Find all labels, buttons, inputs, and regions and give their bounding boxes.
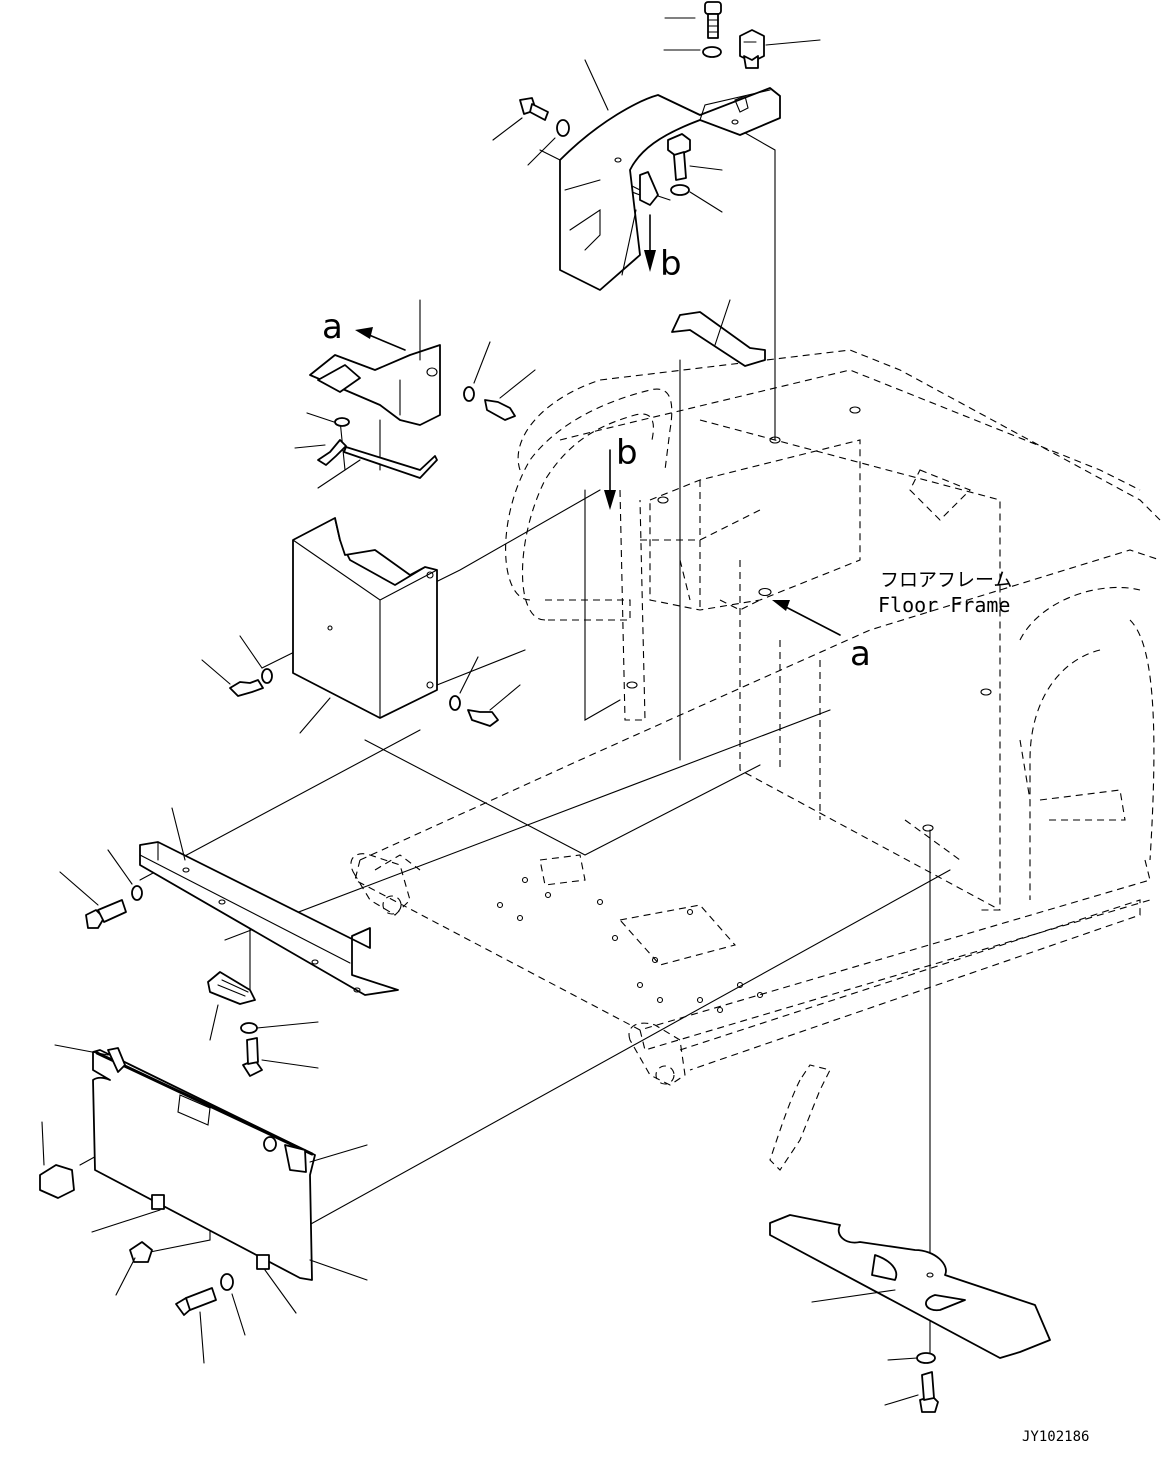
frame-bolt-marks	[626, 406, 992, 832]
access-panel	[54, 1044, 368, 1314]
clamp	[639, 171, 659, 206]
latch	[207, 971, 256, 1041]
left-upper-fasteners	[294, 341, 536, 489]
left-upper-bracket	[309, 299, 441, 426]
bolt-left-upper	[519, 97, 549, 121]
view-arrow-a-frame	[772, 600, 841, 636]
connector-clip	[739, 29, 765, 69]
upper-bracket-group	[492, 1, 821, 291]
view-label-b-frame: b	[616, 433, 638, 473]
floor-frame-label-jp: フロアフレーム	[880, 569, 1012, 591]
box-cover-fasteners	[201, 635, 521, 727]
view-label-b-top: b	[660, 244, 682, 284]
view-label-a-left: a	[322, 307, 343, 347]
cable-cover-bracket	[559, 87, 781, 291]
cover-rail-fasteners	[59, 849, 143, 929]
floor-frame-outline	[350, 349, 1161, 1171]
view-arrow-b-frame	[604, 449, 616, 510]
under-plate-fasteners	[884, 1352, 939, 1413]
washer-middle	[670, 184, 690, 196]
washer-left-upper	[556, 119, 570, 137]
bolt-top	[704, 1, 722, 39]
box-cover	[292, 517, 438, 734]
latch-fasteners	[240, 1021, 319, 1077]
view-label-a-frame: a	[850, 634, 871, 674]
access-panel-fasteners	[39, 1121, 246, 1364]
grip-handle	[671, 299, 766, 367]
bolt-middle	[667, 133, 691, 181]
floor-frame-label-en: Floor Frame	[878, 593, 1010, 617]
cover-rail	[139, 807, 399, 996]
floor-holes	[496, 876, 764, 1014]
washer-top	[702, 46, 722, 58]
under-plate	[769, 1214, 1051, 1359]
drawing-id: JY102186	[1022, 1429, 1089, 1445]
